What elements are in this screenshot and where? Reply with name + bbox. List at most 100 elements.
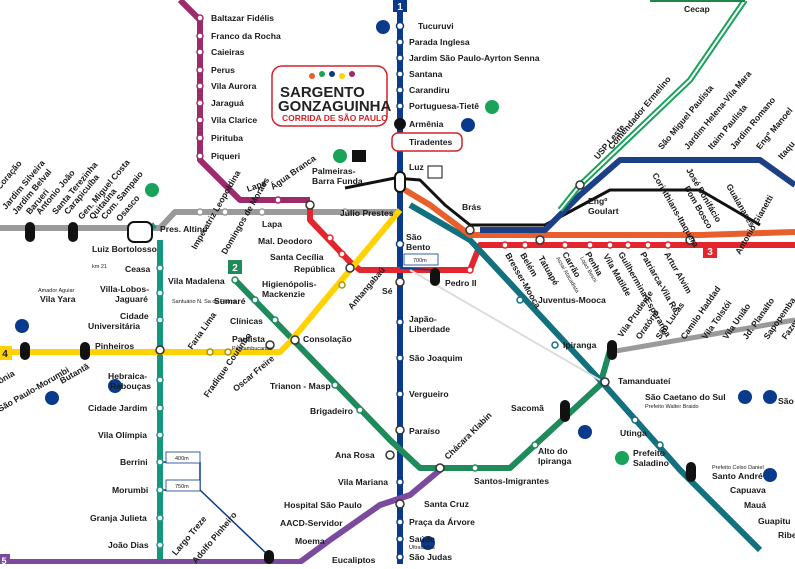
dot-mal-deodoro[interactable] xyxy=(326,234,334,242)
dot-santa-cecilia[interactable] xyxy=(338,250,346,258)
dot-ipiranga[interactable] xyxy=(551,341,559,349)
dot-artur-alvim[interactable] xyxy=(664,241,672,249)
dot-morumbi[interactable] xyxy=(156,486,164,494)
dot-jaragua[interactable] xyxy=(196,99,204,107)
bus-icon-sao-paulo-morumbi[interactable] xyxy=(45,391,59,405)
dot-ceasa[interactable] xyxy=(156,264,164,272)
dot-pinheiros[interactable] xyxy=(155,345,165,355)
bus-icon-sao-caetano[interactable] xyxy=(738,390,752,404)
dot-paulista[interactable] xyxy=(265,340,275,350)
dot-vila-madalena[interactable] xyxy=(231,276,239,284)
dot-paraiso[interactable] xyxy=(395,425,405,435)
bus-icon-prefeito[interactable] xyxy=(615,451,629,465)
dot-consolacao[interactable] xyxy=(290,335,300,345)
interchange-pinheiros[interactable] xyxy=(80,342,90,360)
dot-cidade-univ[interactable] xyxy=(156,316,164,324)
dot-ana-rosa[interactable] xyxy=(385,450,395,460)
dot-faria-lima[interactable] xyxy=(206,348,214,356)
dot-jardim-sp[interactable] xyxy=(396,54,404,62)
dot-praca-arvore[interactable] xyxy=(396,518,404,526)
bus-icon-portuguesa[interactable] xyxy=(485,100,499,114)
dot-clinicas[interactable] xyxy=(271,316,279,324)
dot-cidade-jardim[interactable] xyxy=(156,404,164,412)
bus-icon-morumbi-b[interactable] xyxy=(108,379,122,393)
dot-patriarca[interactable] xyxy=(644,241,652,249)
dot-republica[interactable] xyxy=(345,263,355,273)
dot-vila-aurora[interactable] xyxy=(196,82,204,90)
bus-icon-chacara[interactable] xyxy=(578,425,592,439)
interchange-osasco[interactable] xyxy=(25,222,35,242)
dot-trianon[interactable] xyxy=(331,381,339,389)
bus-icon-utinga[interactable] xyxy=(763,390,777,404)
interchange-pedro-ii[interactable] xyxy=(430,268,440,286)
dot-japao[interactable] xyxy=(396,318,404,326)
dot-bras[interactable] xyxy=(465,225,475,235)
dot-vila-clarice[interactable] xyxy=(196,116,204,124)
dot-hebraica[interactable] xyxy=(156,376,164,384)
dot-parada-inglesa[interactable] xyxy=(396,38,404,46)
dot-santa-cruz[interactable] xyxy=(395,499,405,509)
dot-santana[interactable] xyxy=(396,70,404,78)
dot-guilhermina[interactable] xyxy=(624,241,632,249)
dot-santos-imig[interactable] xyxy=(471,464,479,472)
dot-domingos[interactable] xyxy=(221,208,229,216)
dot-palmeiras[interactable] xyxy=(305,200,315,210)
bus-icon-tucuruvi[interactable] xyxy=(376,20,390,34)
dot-tamanduatei[interactable] xyxy=(600,377,610,387)
dot-perus[interactable] xyxy=(196,66,204,74)
dot-se[interactable] xyxy=(395,277,405,287)
dot-tucuruvi[interactable] xyxy=(395,21,405,31)
dot-alto-ipiranga[interactable] xyxy=(531,441,539,449)
dot-sao-judas[interactable] xyxy=(396,553,404,561)
dot-portuguesa[interactable] xyxy=(396,102,404,110)
interchange-santo-andre[interactable] xyxy=(686,462,696,482)
dot-eng-goulart[interactable] xyxy=(575,180,585,190)
dot-chacara[interactable] xyxy=(435,463,445,473)
dot-caieiras[interactable] xyxy=(196,48,204,56)
dot-sao-caetano[interactable] xyxy=(631,416,639,424)
dot-baltazar[interactable] xyxy=(196,14,204,22)
dot-vila-olimpia[interactable] xyxy=(156,431,164,439)
dot-berrini[interactable] xyxy=(156,458,164,466)
dot-belem[interactable] xyxy=(521,241,529,249)
interchange-carapicuiba[interactable] xyxy=(68,222,78,242)
interchange-luz[interactable] xyxy=(394,171,406,193)
dot-carandiru[interactable] xyxy=(396,86,404,94)
dot-agua-branca[interactable] xyxy=(274,196,282,204)
dot-sumare[interactable] xyxy=(251,296,259,304)
dot-higienopolis[interactable] xyxy=(338,281,346,289)
bus-icon-left-1[interactable] xyxy=(15,319,29,333)
bus-icon-bottom[interactable] xyxy=(421,536,435,550)
bus-icon-santo-andre[interactable] xyxy=(763,468,777,482)
dot-lapa[interactable] xyxy=(258,208,266,216)
interchange-armenia-bus[interactable] xyxy=(394,118,406,130)
bus-icon-osasco[interactable] xyxy=(145,183,159,197)
dot-juventus[interactable] xyxy=(516,296,524,304)
bus-icon-palmeiras[interactable] xyxy=(333,149,347,163)
bus-icon-armenia[interactable] xyxy=(461,118,475,132)
dot-vila-matilde[interactable] xyxy=(606,241,614,249)
interchange-butanta[interactable] xyxy=(20,342,30,360)
dot-piqueri[interactable] xyxy=(196,152,204,160)
dot-franco[interactable] xyxy=(196,32,204,40)
dot-julio[interactable] xyxy=(341,208,349,216)
dot-fradique[interactable] xyxy=(224,348,232,356)
dot-penha[interactable] xyxy=(586,241,594,249)
interchange-pres-altino[interactable] xyxy=(127,221,153,243)
dot-sao-joaquim[interactable] xyxy=(396,354,404,362)
dot-utinga[interactable] xyxy=(656,441,664,449)
interchange-adolfo[interactable] xyxy=(264,550,274,564)
dot-granja[interactable] xyxy=(156,514,164,522)
dot-vila-mariana[interactable] xyxy=(396,478,404,486)
dot-joao-dias[interactable] xyxy=(156,541,164,549)
dot-vergueiro[interactable] xyxy=(396,390,404,398)
dot-pirituba[interactable] xyxy=(196,134,204,142)
dot-brigadeiro[interactable] xyxy=(356,406,364,414)
dot-villa-lobos[interactable] xyxy=(156,289,164,297)
dot-pedro-ii[interactable] xyxy=(466,266,474,274)
dot-corinthians[interactable] xyxy=(685,235,695,245)
dot-carrao[interactable] xyxy=(561,241,569,249)
interchange-sacoma[interactable] xyxy=(560,400,570,422)
dot-bresser[interactable] xyxy=(501,241,509,249)
dot-imperatriz[interactable] xyxy=(196,208,204,216)
